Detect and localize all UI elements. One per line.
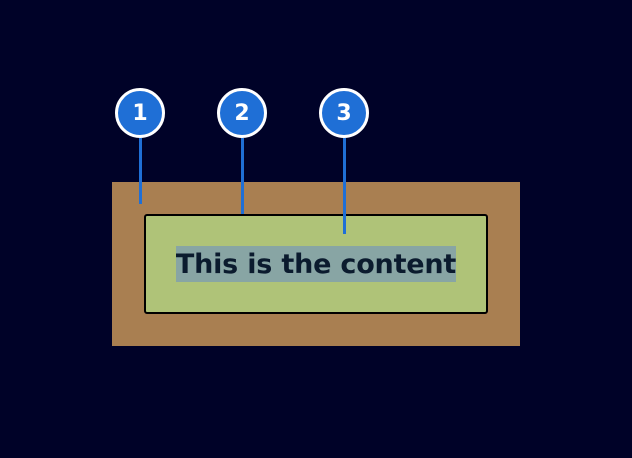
leader-line-3 — [342, 138, 346, 234]
callout-2-label: 2 — [234, 100, 250, 126]
leader-line-2 — [240, 138, 244, 214]
callout-2: 2 — [217, 88, 267, 138]
leader-line-1 — [138, 138, 142, 204]
callout-3-label: 3 — [336, 100, 352, 126]
content-text: This is the content — [175, 248, 457, 280]
callout-1-label: 1 — [132, 100, 148, 126]
callout-1: 1 — [115, 88, 165, 138]
callout-3: 3 — [319, 88, 369, 138]
content-area: This is the content — [176, 246, 456, 282]
